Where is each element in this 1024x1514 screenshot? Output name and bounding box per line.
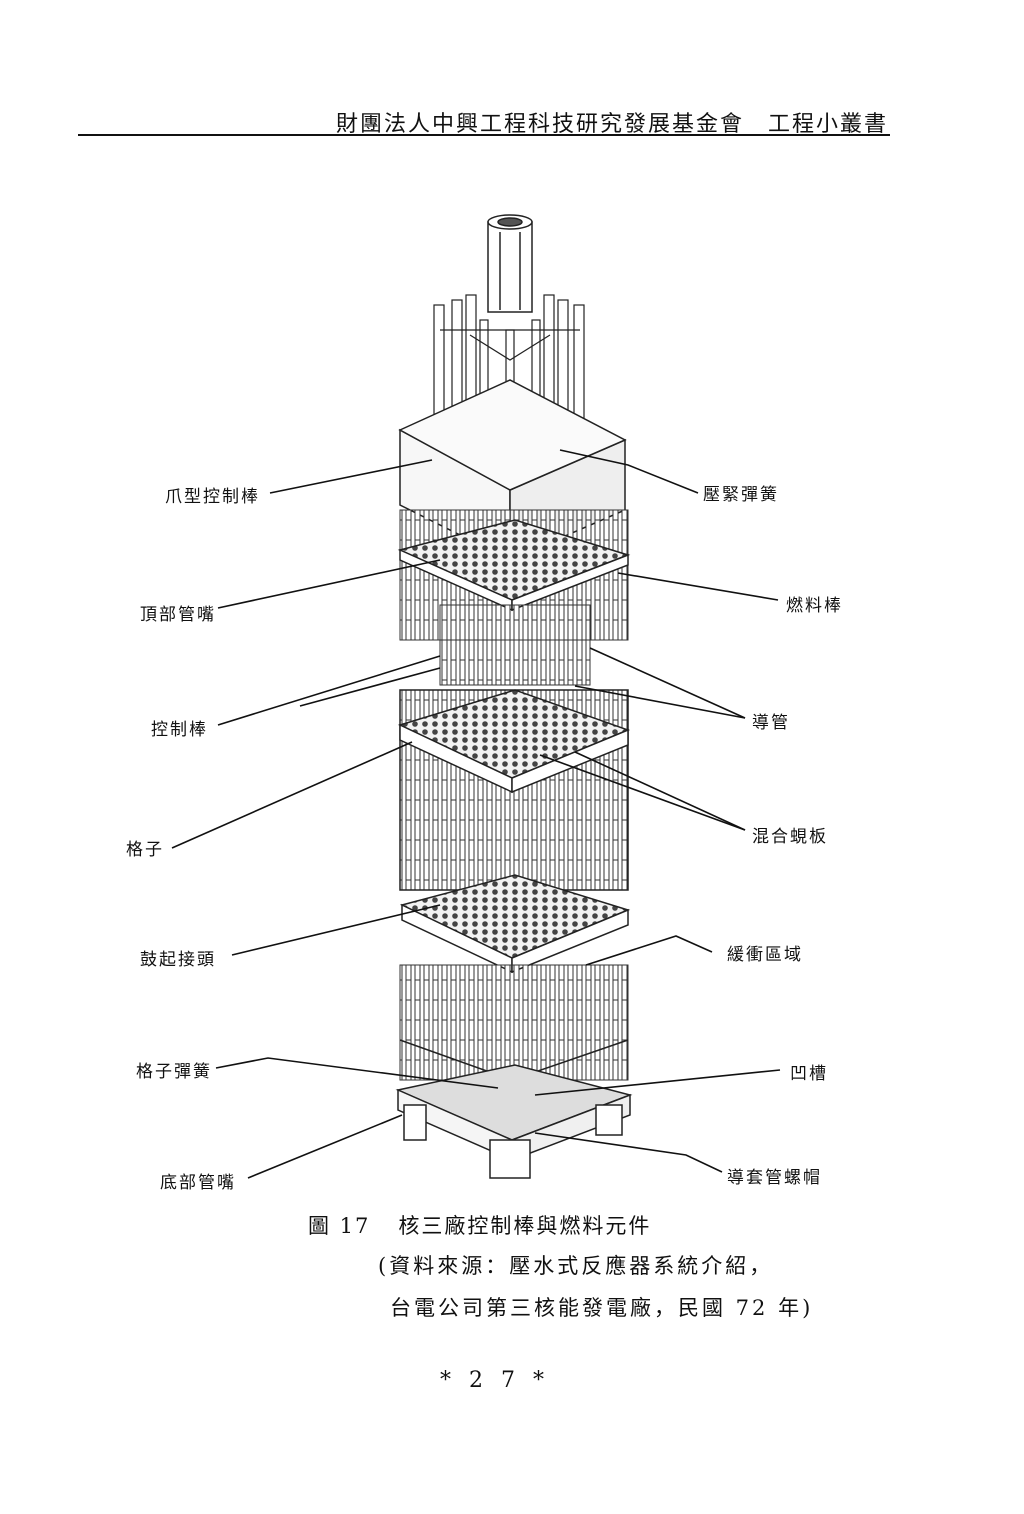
caption-source-line2: 台電公司第三核能發電廠，民國 72 年)	[390, 1296, 814, 1320]
middle-section	[397, 689, 631, 891]
label-bottom-nozzle: 底部管嘴	[160, 1173, 236, 1193]
label-dimple: 凹槽	[790, 1064, 828, 1084]
label-fuel-rod: 燃料棒	[786, 596, 843, 616]
bottom-nozzle-block	[395, 1064, 633, 1179]
label-claw-control-rod: 爪型控制棒	[165, 487, 260, 507]
label-holddown-spring: 壓緊彈簧	[703, 485, 779, 505]
top-handle	[487, 214, 533, 313]
label-control-rod: 控制棒	[151, 720, 208, 740]
leader-lines	[171, 449, 781, 1179]
lower-section	[399, 964, 629, 1081]
header-rule	[78, 134, 890, 136]
label-grid: 格子	[126, 840, 164, 860]
page-number: *27*	[440, 1368, 562, 1393]
middle-control-rods	[439, 604, 591, 686]
label-mixing-vane: 混合蜆板	[752, 827, 828, 847]
figure-number: 圖 17	[308, 1214, 371, 1238]
label-grid-spring: 格子彈簧	[136, 1062, 212, 1082]
running-header: 財團法人中興工程科技研究發展基金會 工程小叢書	[335, 112, 888, 137]
label-thimble-screw: 導套管螺帽	[727, 1168, 822, 1188]
label-top-nozzle: 頂部管嘴	[140, 605, 216, 625]
upper-grid	[397, 519, 631, 612]
caption-source-line1: (資料來源：壓水式反應器系統介紹，	[378, 1254, 774, 1278]
label-bulge-joint: 鼓起接頭	[140, 950, 216, 970]
label-dashpot-region: 緩衝區域	[727, 945, 803, 965]
label-guide-tube: 導管	[752, 713, 790, 733]
figure-title: 核三廠控制棒與燃料元件	[398, 1214, 652, 1238]
figure-caption: 圖 17 核三廠控制棒與燃料元件	[308, 1210, 651, 1240]
